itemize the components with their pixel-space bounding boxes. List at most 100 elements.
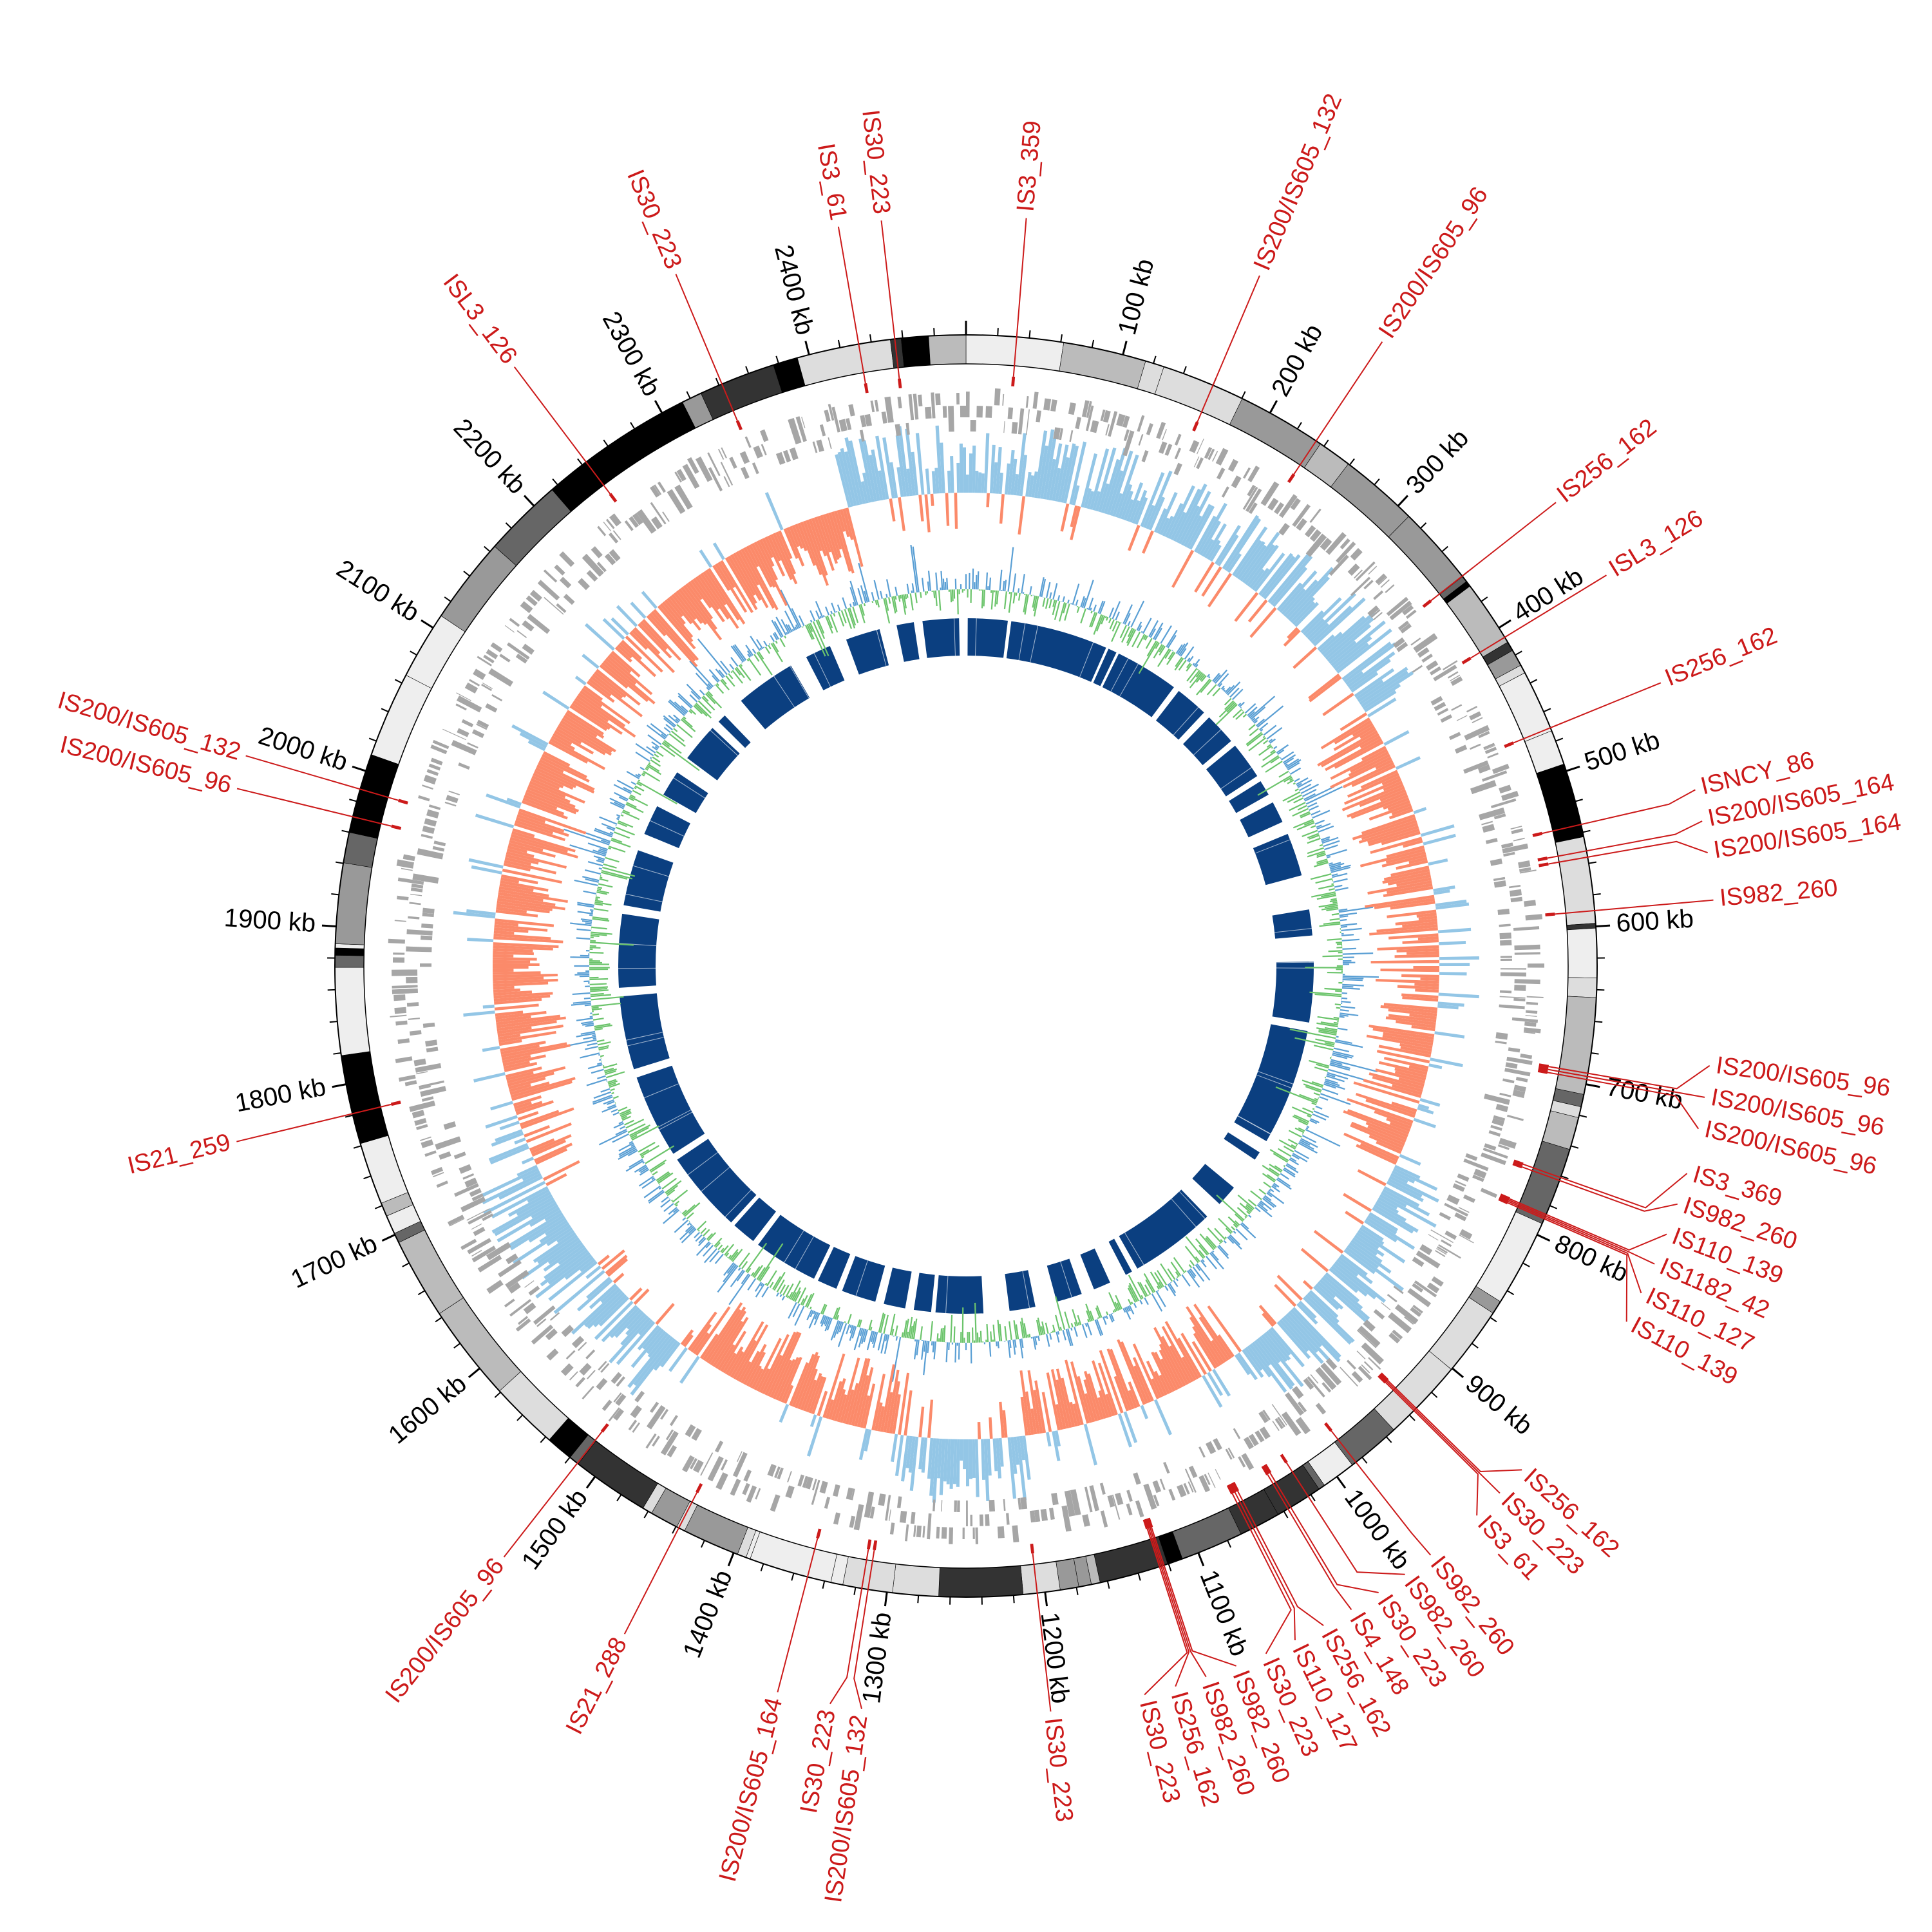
gc-skew-bar [501, 874, 538, 885]
gc-content-spike [1316, 858, 1328, 864]
gene-feature [1355, 561, 1376, 582]
contig-band [1567, 977, 1598, 998]
gc-content-spike [1324, 1081, 1345, 1090]
is-marker [696, 1482, 703, 1493]
gc-content-spike [1226, 703, 1236, 713]
gene-feature [674, 471, 682, 483]
gene-feature [1447, 671, 1459, 679]
gc-content-spike [999, 1323, 1003, 1341]
gc-skew-bar [759, 1334, 790, 1394]
gene-feature [393, 994, 406, 1001]
contig-band [700, 365, 783, 420]
tick-label: 1100 kb [1194, 1566, 1253, 1660]
gc-content-spike [1321, 838, 1330, 842]
minor-tick [1593, 893, 1601, 896]
gene-feature [422, 913, 434, 918]
gc-content-spike [634, 786, 637, 790]
gene-feature [1292, 504, 1311, 527]
gc-content-spike [594, 903, 603, 906]
gc-content-spike [594, 1023, 611, 1028]
minor-tick [1075, 1587, 1079, 1595]
gc-content-spike [645, 768, 649, 771]
gc-skew-bar [1439, 940, 1466, 945]
gc-skew-bar [499, 883, 534, 892]
gc-content-spike [1307, 847, 1324, 855]
gc-content-spike [857, 588, 864, 604]
gene-feature [1205, 1441, 1217, 1455]
gene-feature [1380, 579, 1390, 588]
gene-feature [471, 729, 485, 739]
gc-content-spike [576, 928, 591, 932]
gc-skew-bar [702, 571, 727, 606]
gc-skew-bar [494, 921, 518, 927]
gene-feature [1183, 1482, 1190, 1495]
contig-band [1515, 1141, 1571, 1224]
gc-skew-bar [1365, 1121, 1408, 1141]
minor-tick [1506, 1290, 1515, 1296]
gc-content-spike [1329, 900, 1338, 903]
gc-skew-bar [1413, 1117, 1436, 1128]
gc-skew-bar [581, 687, 630, 724]
gc-content-spike [1175, 1271, 1180, 1277]
gene-feature [1099, 1482, 1106, 1495]
gc-content-spike [849, 607, 857, 626]
gc-content-spike [1329, 888, 1335, 891]
gc-content-spike [1267, 1174, 1276, 1182]
gc-skew-bar [1368, 1212, 1399, 1232]
gene-feature [1007, 407, 1014, 420]
is-leader-line [1555, 899, 1714, 915]
gc-skew-bar [631, 629, 675, 674]
gene-feature [1469, 743, 1481, 750]
gc-content-spike [1323, 921, 1341, 925]
gene-feature [941, 1527, 947, 1539]
gc-content-spike [1199, 674, 1206, 681]
gc-skew-bar [642, 1327, 662, 1350]
gc-content-spike [844, 609, 853, 629]
gene-feature [422, 825, 435, 834]
gc-content-spike [1033, 596, 1039, 617]
gc-content-spike [940, 571, 943, 591]
gc-content-spike [1320, 836, 1331, 841]
is-marker [1192, 421, 1199, 431]
gc-content-spike [652, 1171, 658, 1176]
gc-content-spike [824, 606, 830, 616]
gene-feature [522, 643, 535, 655]
gc-content-spike [591, 1008, 602, 1011]
gene-feature [1238, 1456, 1246, 1468]
gc-content-spike [1263, 724, 1277, 736]
gc-skew-bar [1321, 616, 1366, 656]
gc-skew-bar [649, 612, 698, 668]
gene-feature [426, 769, 439, 776]
gc-skew-bar [751, 1368, 764, 1389]
gene-feature [1361, 1342, 1384, 1365]
gc-content-spike [1126, 628, 1135, 644]
gc-skew-bar [931, 471, 936, 494]
contig-band [1154, 366, 1243, 425]
gc-content-spike [1057, 1331, 1060, 1335]
gc-content-spike [757, 1243, 784, 1281]
gene-feature [1493, 1115, 1506, 1122]
gc-content-spike [1329, 918, 1340, 921]
gc-skew-bar [499, 1121, 520, 1131]
gc-content-spike [858, 562, 870, 602]
gene-feature [422, 784, 433, 790]
gc-content-spike [1321, 893, 1336, 898]
gc-skew-bar [844, 437, 863, 505]
gc-skew-bar [1329, 640, 1357, 665]
gc-content-spike [813, 1311, 816, 1314]
gc-content-spike [619, 1146, 636, 1157]
tick-label: 400 kb [1508, 562, 1588, 628]
gene-feature [1168, 1488, 1176, 1501]
gene-feature [1361, 1364, 1370, 1374]
gc-content-spike [864, 591, 868, 603]
is-marker [1513, 1159, 1524, 1166]
major-tick [1269, 400, 1278, 413]
gc-skew-bar [844, 451, 860, 506]
gc-content-spike [1117, 621, 1120, 623]
gc-content-spike [927, 581, 930, 591]
is-marker [1504, 741, 1514, 748]
gc-skew-bar [1361, 1224, 1384, 1242]
gc-content-spike [1312, 1113, 1327, 1121]
gene-feature [596, 562, 607, 573]
gc-content-spike [583, 997, 591, 999]
